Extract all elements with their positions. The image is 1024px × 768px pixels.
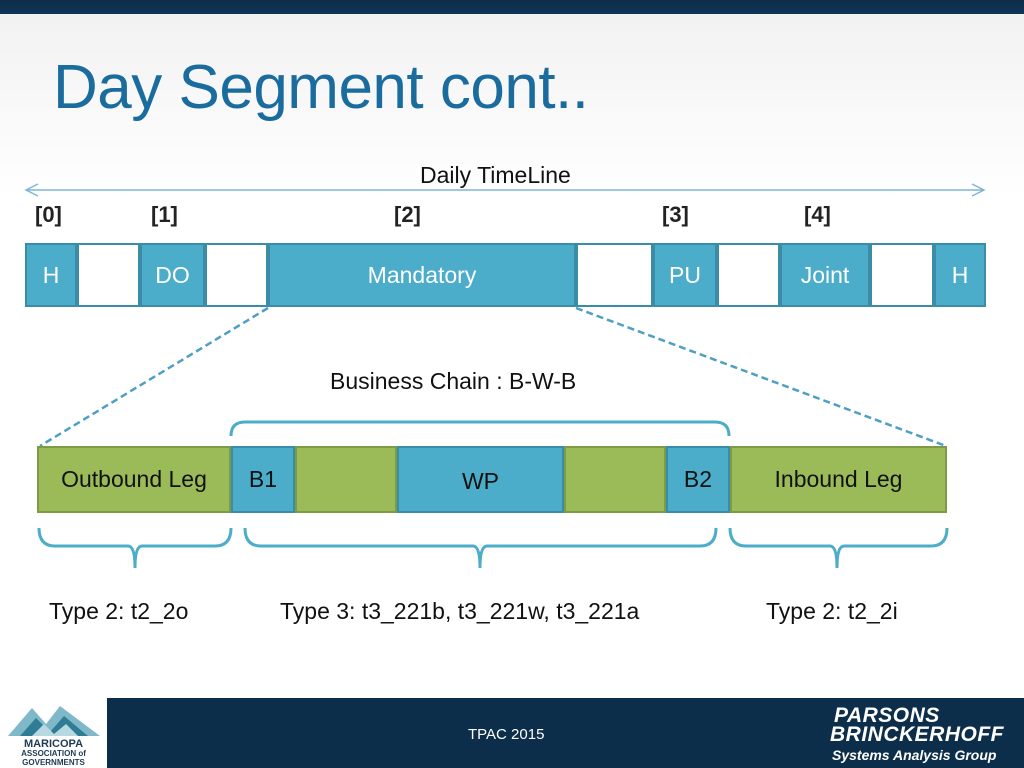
b2-box: B2 — [666, 446, 730, 513]
business-chain-label: Business Chain : B-W-B — [330, 368, 577, 394]
brace-left — [37, 527, 233, 569]
type-label-inbound: Type 2: t2_2i — [766, 598, 898, 624]
timeline-box-home-end: H — [934, 243, 986, 307]
timeline-label: Daily TimeLine — [420, 162, 571, 188]
b1-box: B1 — [231, 446, 295, 513]
green-gap-1 — [295, 446, 397, 513]
mag-logo-line3: GOVERNMENTS — [22, 758, 85, 767]
timeline-gap-4 — [717, 243, 780, 307]
brace-right — [728, 527, 949, 569]
timeline-box-joint: Joint — [780, 243, 870, 307]
timeline-box-mandatory: Mandatory — [268, 243, 576, 307]
footer-center-text: TPAC 2015 — [468, 726, 545, 743]
outbound-leg-box: Outbound Leg — [37, 446, 231, 513]
pb-logo-line3: Systems Analysis Group — [832, 747, 997, 763]
zoom-line-right — [575, 306, 947, 448]
diagram-lines — [24, 183, 986, 569]
pb-logo-line2: BRINCKERHOFF — [830, 723, 1004, 746]
mag-logo-line2: ASSOCIATION of — [21, 749, 86, 758]
business-chain-brace — [229, 420, 731, 437]
brace-middle — [243, 527, 718, 569]
timeline-box-home-start: H — [25, 243, 77, 307]
timeline-index-0: [0] — [35, 202, 62, 227]
inbound-leg-box: Inbound Leg — [730, 446, 947, 513]
slide-title: Day Segment cont.. — [53, 53, 589, 122]
slide-background — [0, 0, 1024, 700]
mag-logo-text: MARICOPA ASSOCIATION of GOVERNMENTS — [3, 738, 104, 768]
timeline-index-1: [1] — [151, 202, 178, 227]
timeline-gap-1 — [77, 243, 140, 307]
mag-logo-line1: MARICOPA — [23, 738, 84, 750]
timeline-gap-3 — [576, 243, 653, 307]
timeline-index-3: [3] — [662, 202, 689, 227]
type-label-outbound: Type 2: t2_2o — [49, 598, 189, 624]
timeline-gap-2 — [205, 243, 268, 307]
timeline-arrow — [24, 183, 986, 197]
timeline-gap-5 — [870, 243, 934, 307]
type-label-chain: Type 3: t3_221b, t3_221w, t3_221a — [280, 598, 640, 624]
timeline-index-2: [2] — [394, 202, 421, 227]
mag-logo-icon — [8, 706, 100, 736]
timeline-box-drop-off: DO — [140, 243, 205, 307]
wp-box: WP — [397, 446, 564, 513]
pb-logo-line1: PARSONS — [834, 704, 940, 727]
green-gap-2 — [564, 446, 666, 513]
footer-bar — [0, 698, 1024, 768]
timeline-box-pick-up: PU — [653, 243, 717, 307]
zoom-line-left — [39, 306, 269, 448]
timeline-index-4: [4] — [804, 202, 831, 227]
top-bar — [0, 0, 1024, 14]
